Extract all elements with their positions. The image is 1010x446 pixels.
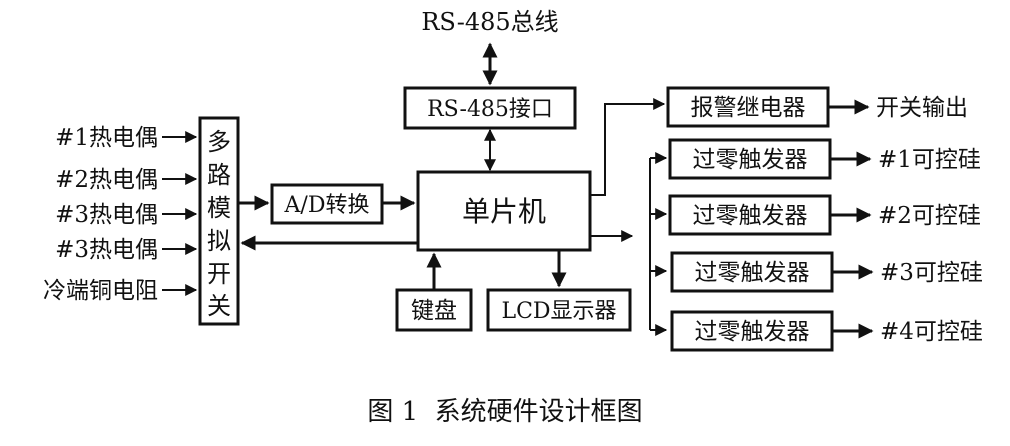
mux-char-1: 多 [207, 128, 231, 156]
mux-char-2: 路 [207, 161, 231, 189]
mcu-relay-wire [590, 98, 666, 196]
mux-char-4: 拟 [207, 227, 231, 255]
mcu-label: 单片机 [462, 195, 546, 228]
mux-char-6: 关 [207, 292, 231, 320]
adc-box [270, 183, 384, 225]
lcd-label: LCD显示器 [501, 299, 616, 324]
switch-output-label: 开关输出 [876, 95, 968, 121]
scr-label-1: #1可控硅 [878, 147, 981, 173]
mcu-box [416, 170, 592, 252]
rs485-interface-box [403, 86, 577, 130]
scr-label-3: #3可控硅 [880, 260, 983, 286]
lcd-box [486, 288, 632, 332]
trigger-label-2: 过零触发器 [693, 203, 808, 229]
trigger-box-4 [670, 310, 834, 352]
relay-label: 报警继电器 [691, 95, 806, 121]
scr-label-2: #2可控硅 [878, 203, 981, 229]
adc-label: A/D转换 [284, 193, 370, 218]
relay-box [666, 86, 830, 128]
input-label-2: #2热电偶 [55, 167, 158, 193]
bus-label: RS-485总线 [421, 8, 558, 36]
keyboard-box [395, 288, 473, 332]
mux-box [198, 116, 240, 326]
input-label-1: #1热电偶 [55, 125, 158, 151]
figure-caption: 图 1 系统硬件设计框图 [367, 397, 642, 427]
keyboard-label: 键盘 [411, 298, 457, 324]
input-label-4: #3热电偶 [55, 237, 158, 263]
input-label-5: 冷端铜电阻 [43, 278, 158, 304]
input-label-3: #3热电偶 [55, 202, 158, 228]
trigger-label-3: 过零触发器 [695, 260, 810, 286]
mux-char-5: 开 [207, 260, 231, 288]
scr-label-4: #4可控硅 [880, 319, 983, 345]
rs485-interface-label: RS-485接口 [427, 97, 553, 122]
trigger-box-2 [668, 194, 832, 236]
trigger-label-1: 过零触发器 [693, 147, 808, 173]
trigger-box-1 [668, 138, 832, 180]
trigger-label-4: 过零触发器 [695, 319, 810, 345]
trigger-box-3 [670, 251, 834, 293]
mux-char-3: 模 [207, 194, 231, 222]
